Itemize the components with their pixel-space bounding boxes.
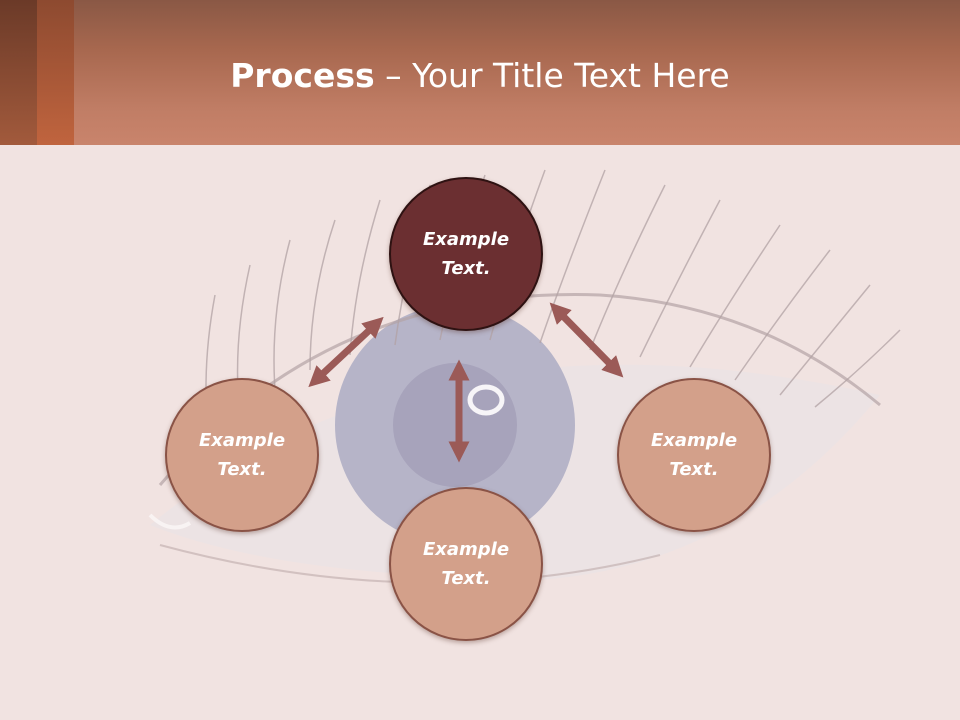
- slide-title-rest: – Your Title Text Here: [374, 56, 730, 95]
- center-node-label: Example Text.: [422, 229, 510, 279]
- header-accent-bar-light: [37, 0, 74, 145]
- right-node: Example Text.: [617, 378, 771, 532]
- slide-title: Process – Your Title Text Here: [0, 54, 960, 98]
- slide-title-bold: Process: [230, 56, 375, 95]
- bottom-node-label: Example Text.: [422, 539, 510, 589]
- left-node-label: Example Text.: [198, 430, 286, 480]
- header-accent-bar-dark: [0, 0, 37, 145]
- left-node: Example Text.: [165, 378, 319, 532]
- bottom-node: Example Text.: [389, 487, 543, 641]
- right-node-label: Example Text.: [650, 430, 738, 480]
- center-node: Example Text.: [389, 177, 543, 331]
- header-band: Process – Your Title Text Here: [0, 0, 960, 145]
- double-headed-arrow-icon: [308, 316, 384, 388]
- double-headed-arrow-icon: [549, 302, 624, 378]
